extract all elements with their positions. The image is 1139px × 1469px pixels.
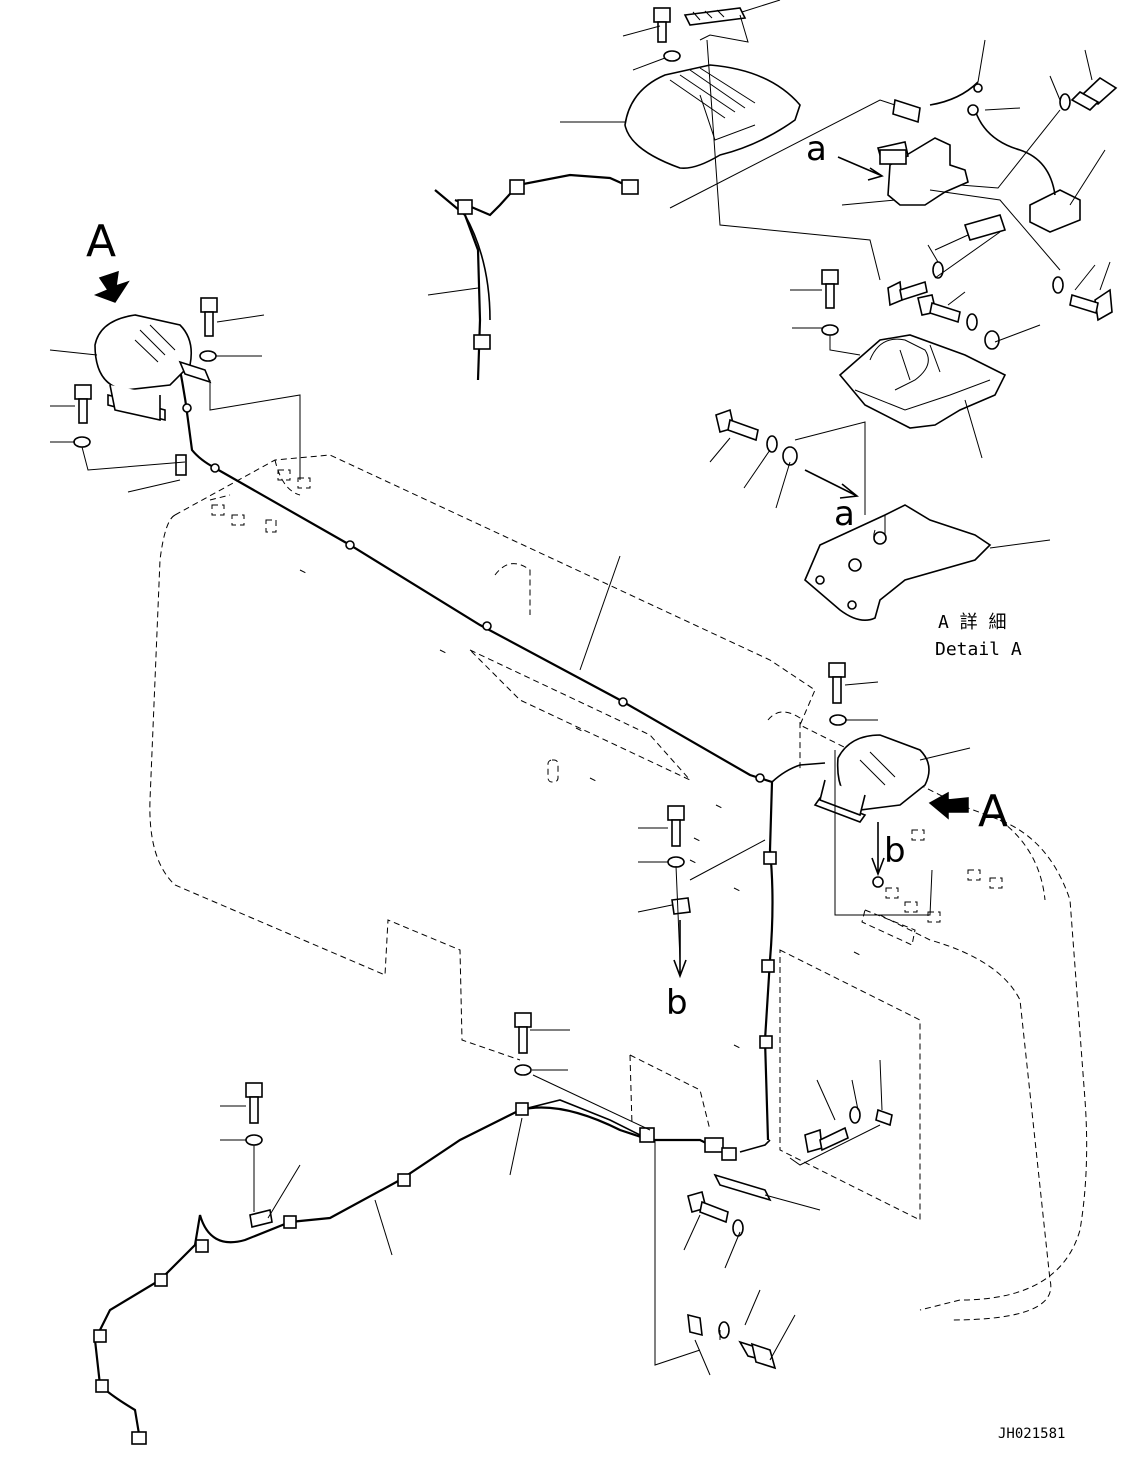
arrow-ref-b-1-icon	[871, 822, 885, 877]
ref-label-a-1: a	[806, 129, 827, 169]
arrow-ref-a-1-icon	[837, 156, 884, 181]
lower-wiring-harness	[93, 1099, 771, 1445]
right-work-light	[813, 734, 930, 823]
bolt-lower-left	[245, 1082, 263, 1124]
bolts-and-washers	[73, 7, 1118, 1370]
text-labels: A A a a b b A 詳 細 Detail A JH021581	[86, 129, 1065, 1442]
view-label-a-right: A	[978, 786, 1008, 837]
bolt-detail-a-top	[821, 269, 839, 309]
arrow-a-top-icon	[93, 270, 130, 303]
drawing-number: JH021581	[998, 1426, 1065, 1442]
bolt-left-bracket	[74, 384, 92, 424]
bolt-lower-center	[514, 1012, 532, 1054]
view-arrows	[93, 156, 969, 979]
ref-label-b-2: b	[666, 983, 688, 1023]
upper-wiring-harness	[175, 369, 826, 1141]
bolt-left-light	[200, 297, 218, 337]
ref-label-a-2: a	[834, 494, 855, 534]
washers	[73, 50, 1071, 1339]
top-wiring-harness	[434, 173, 639, 381]
arrow-ref-a-2-icon	[804, 469, 859, 499]
bolt-angled-3	[887, 280, 928, 307]
view-label-a-top: A	[86, 216, 116, 267]
ref-label-b-1: b	[884, 831, 906, 871]
bolt-angled-6	[687, 1191, 729, 1224]
arrow-a-right-icon	[928, 791, 969, 820]
bolt-angled-7	[738, 1340, 777, 1370]
bolt-angled-4	[917, 294, 961, 324]
bolt-mid-clip	[667, 805, 685, 847]
left-work-light	[94, 314, 212, 422]
bolt-angled-1	[1070, 76, 1118, 111]
bolt-angled-2	[1069, 288, 1113, 322]
detail-title-jp: A 詳 細	[938, 612, 1007, 633]
detail-a-assembly	[804, 81, 1081, 621]
clips	[249, 149, 907, 1337]
bolt-angled-8	[804, 1126, 849, 1154]
arrow-ref-b-2-icon	[673, 920, 687, 979]
top-light-cover	[624, 7, 801, 170]
bolt-angled-5	[715, 408, 759, 442]
leader-lines	[49, 0, 1111, 1376]
bolt-top-center	[653, 7, 671, 43]
cab-body-outline	[149, 454, 1088, 1321]
bolt-right-light	[828, 662, 846, 704]
detail-title-en: Detail A	[935, 639, 1022, 660]
